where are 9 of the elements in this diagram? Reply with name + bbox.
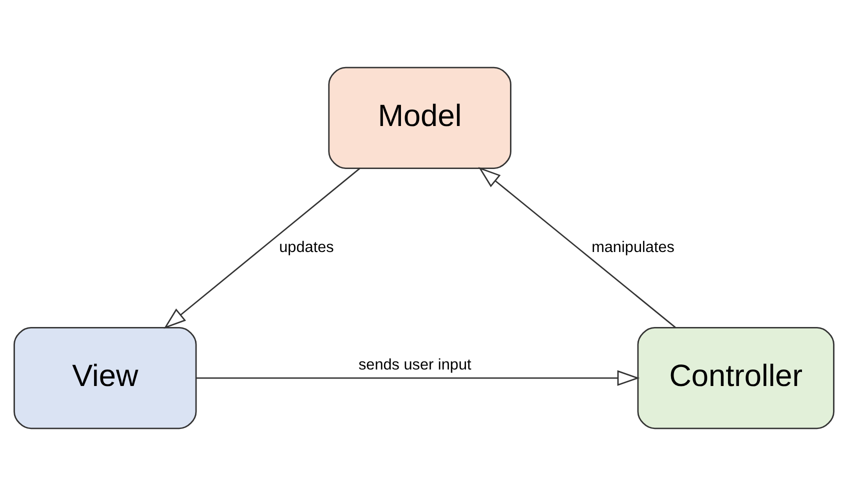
edge-label: updates: [279, 238, 334, 256]
arrow: [196, 370, 640, 386]
arrow: [478, 166, 676, 328]
node-box: View: [14, 326, 197, 429]
edge-label: manipulates: [592, 238, 674, 256]
node-box: Model: [328, 66, 512, 168]
edge-label: sends user input: [358, 356, 472, 373]
arrow: [164, 167, 360, 328]
node-box: Controller: [637, 326, 834, 429]
